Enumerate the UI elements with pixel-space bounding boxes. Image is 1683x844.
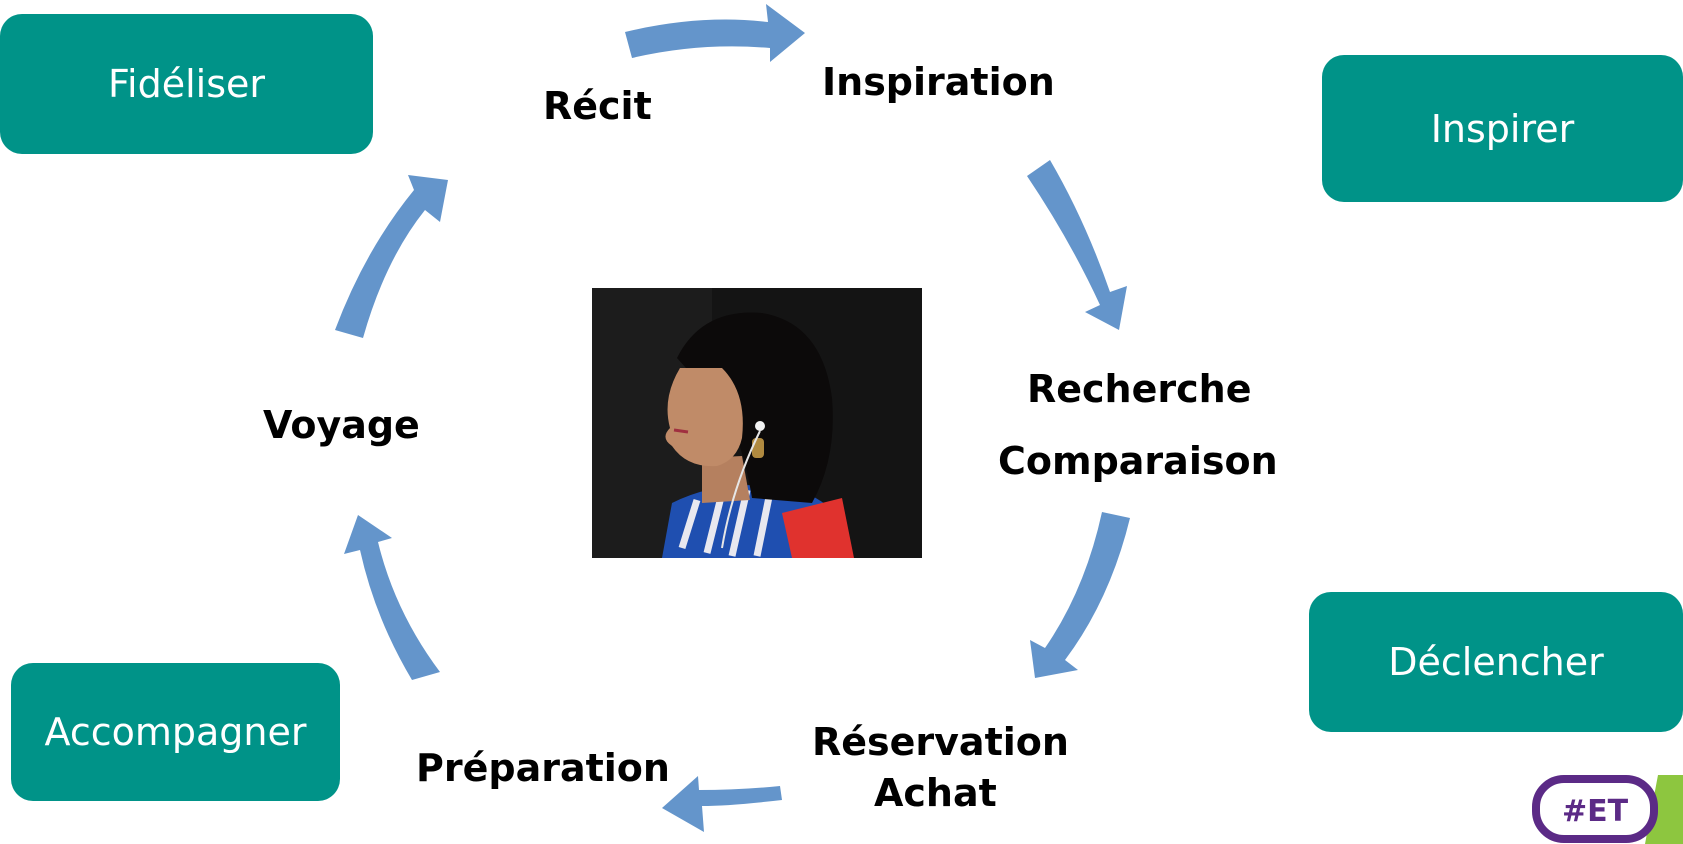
stage-achat: Achat xyxy=(874,771,997,815)
stage-inspiration: Inspiration xyxy=(822,60,1055,104)
box-fideliser: Fidéliser xyxy=(0,14,373,154)
stage-recit: Récit xyxy=(543,84,652,128)
box-inspirer: Inspirer xyxy=(1322,55,1683,202)
arrow-recit-to-inspiration xyxy=(625,4,805,62)
stage-comparaison: Comparaison xyxy=(998,439,1278,483)
stage-preparation: Préparation xyxy=(416,746,670,790)
stage-reservation: Réservation xyxy=(812,720,1069,764)
portrait-photo xyxy=(592,288,922,558)
arrow-inspiration-to-recherche xyxy=(1027,160,1127,330)
arrow-voyage-to-recit xyxy=(335,175,448,338)
box-accompagner-label: Accompagner xyxy=(44,710,307,754)
box-declencher: Déclencher xyxy=(1309,592,1683,732)
stage-voyage: Voyage xyxy=(263,403,420,447)
et-logo: #ET xyxy=(1530,775,1683,844)
box-fideliser-label: Fidéliser xyxy=(107,62,266,106)
box-declencher-label: Déclencher xyxy=(1388,640,1604,684)
box-inspirer-label: Inspirer xyxy=(1430,106,1575,151)
arrow-comparaison-to-reservation xyxy=(1030,512,1130,678)
stage-recherche: Recherche xyxy=(1027,367,1252,411)
arrow-reservation-to-preparation xyxy=(662,776,782,832)
arrow-preparation-to-voyage xyxy=(344,515,440,680)
box-accompagner: Accompagner xyxy=(11,663,340,801)
logo-text: #ET xyxy=(1562,794,1629,829)
